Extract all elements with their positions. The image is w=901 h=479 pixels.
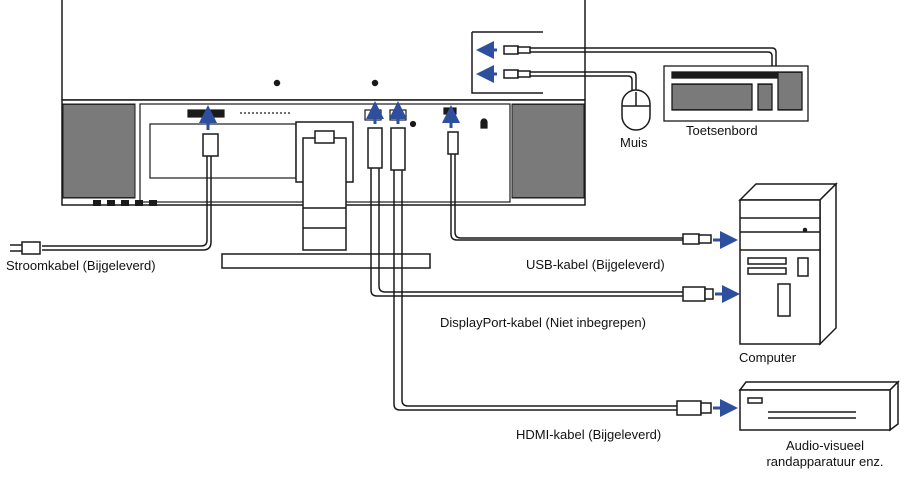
computer-icon <box>738 182 838 346</box>
keyboard-mouse-cables <box>530 47 777 92</box>
av-device-label-line2: randapparatuur enz. <box>766 454 884 469</box>
usb-hub <box>471 31 543 94</box>
right-speaker-grille <box>511 103 585 199</box>
displayport-cable-label: DisplayPort-kabel (Niet inbegrepen) <box>440 315 646 330</box>
power-cable <box>10 133 219 255</box>
usb-cable <box>447 131 712 245</box>
hdmi-cable-label: HDMI-kabel (Bijgeleverd) <box>516 427 662 442</box>
keyboard-label: Toetsenbord <box>686 123 758 138</box>
av-device-label-line1: Audio-visueel <box>785 438 865 453</box>
keyboard-icon <box>663 65 809 122</box>
usb-cable-label: USB-kabel (Bijgeleverd) <box>526 257 665 272</box>
hdmi-cable <box>390 127 712 416</box>
displayport-cable <box>367 127 714 302</box>
power-cable-label: Stroomkabel (Bijgeleverd) <box>6 258 156 273</box>
mouse-icon <box>621 89 651 131</box>
connection-arrows <box>199 41 740 417</box>
av-device-icon <box>738 380 900 432</box>
mouse-label: Muis <box>620 135 648 150</box>
control-buttons <box>93 200 157 206</box>
computer-label: Computer <box>739 350 797 365</box>
left-speaker-grille <box>62 103 136 199</box>
monitor-stand <box>221 121 431 269</box>
